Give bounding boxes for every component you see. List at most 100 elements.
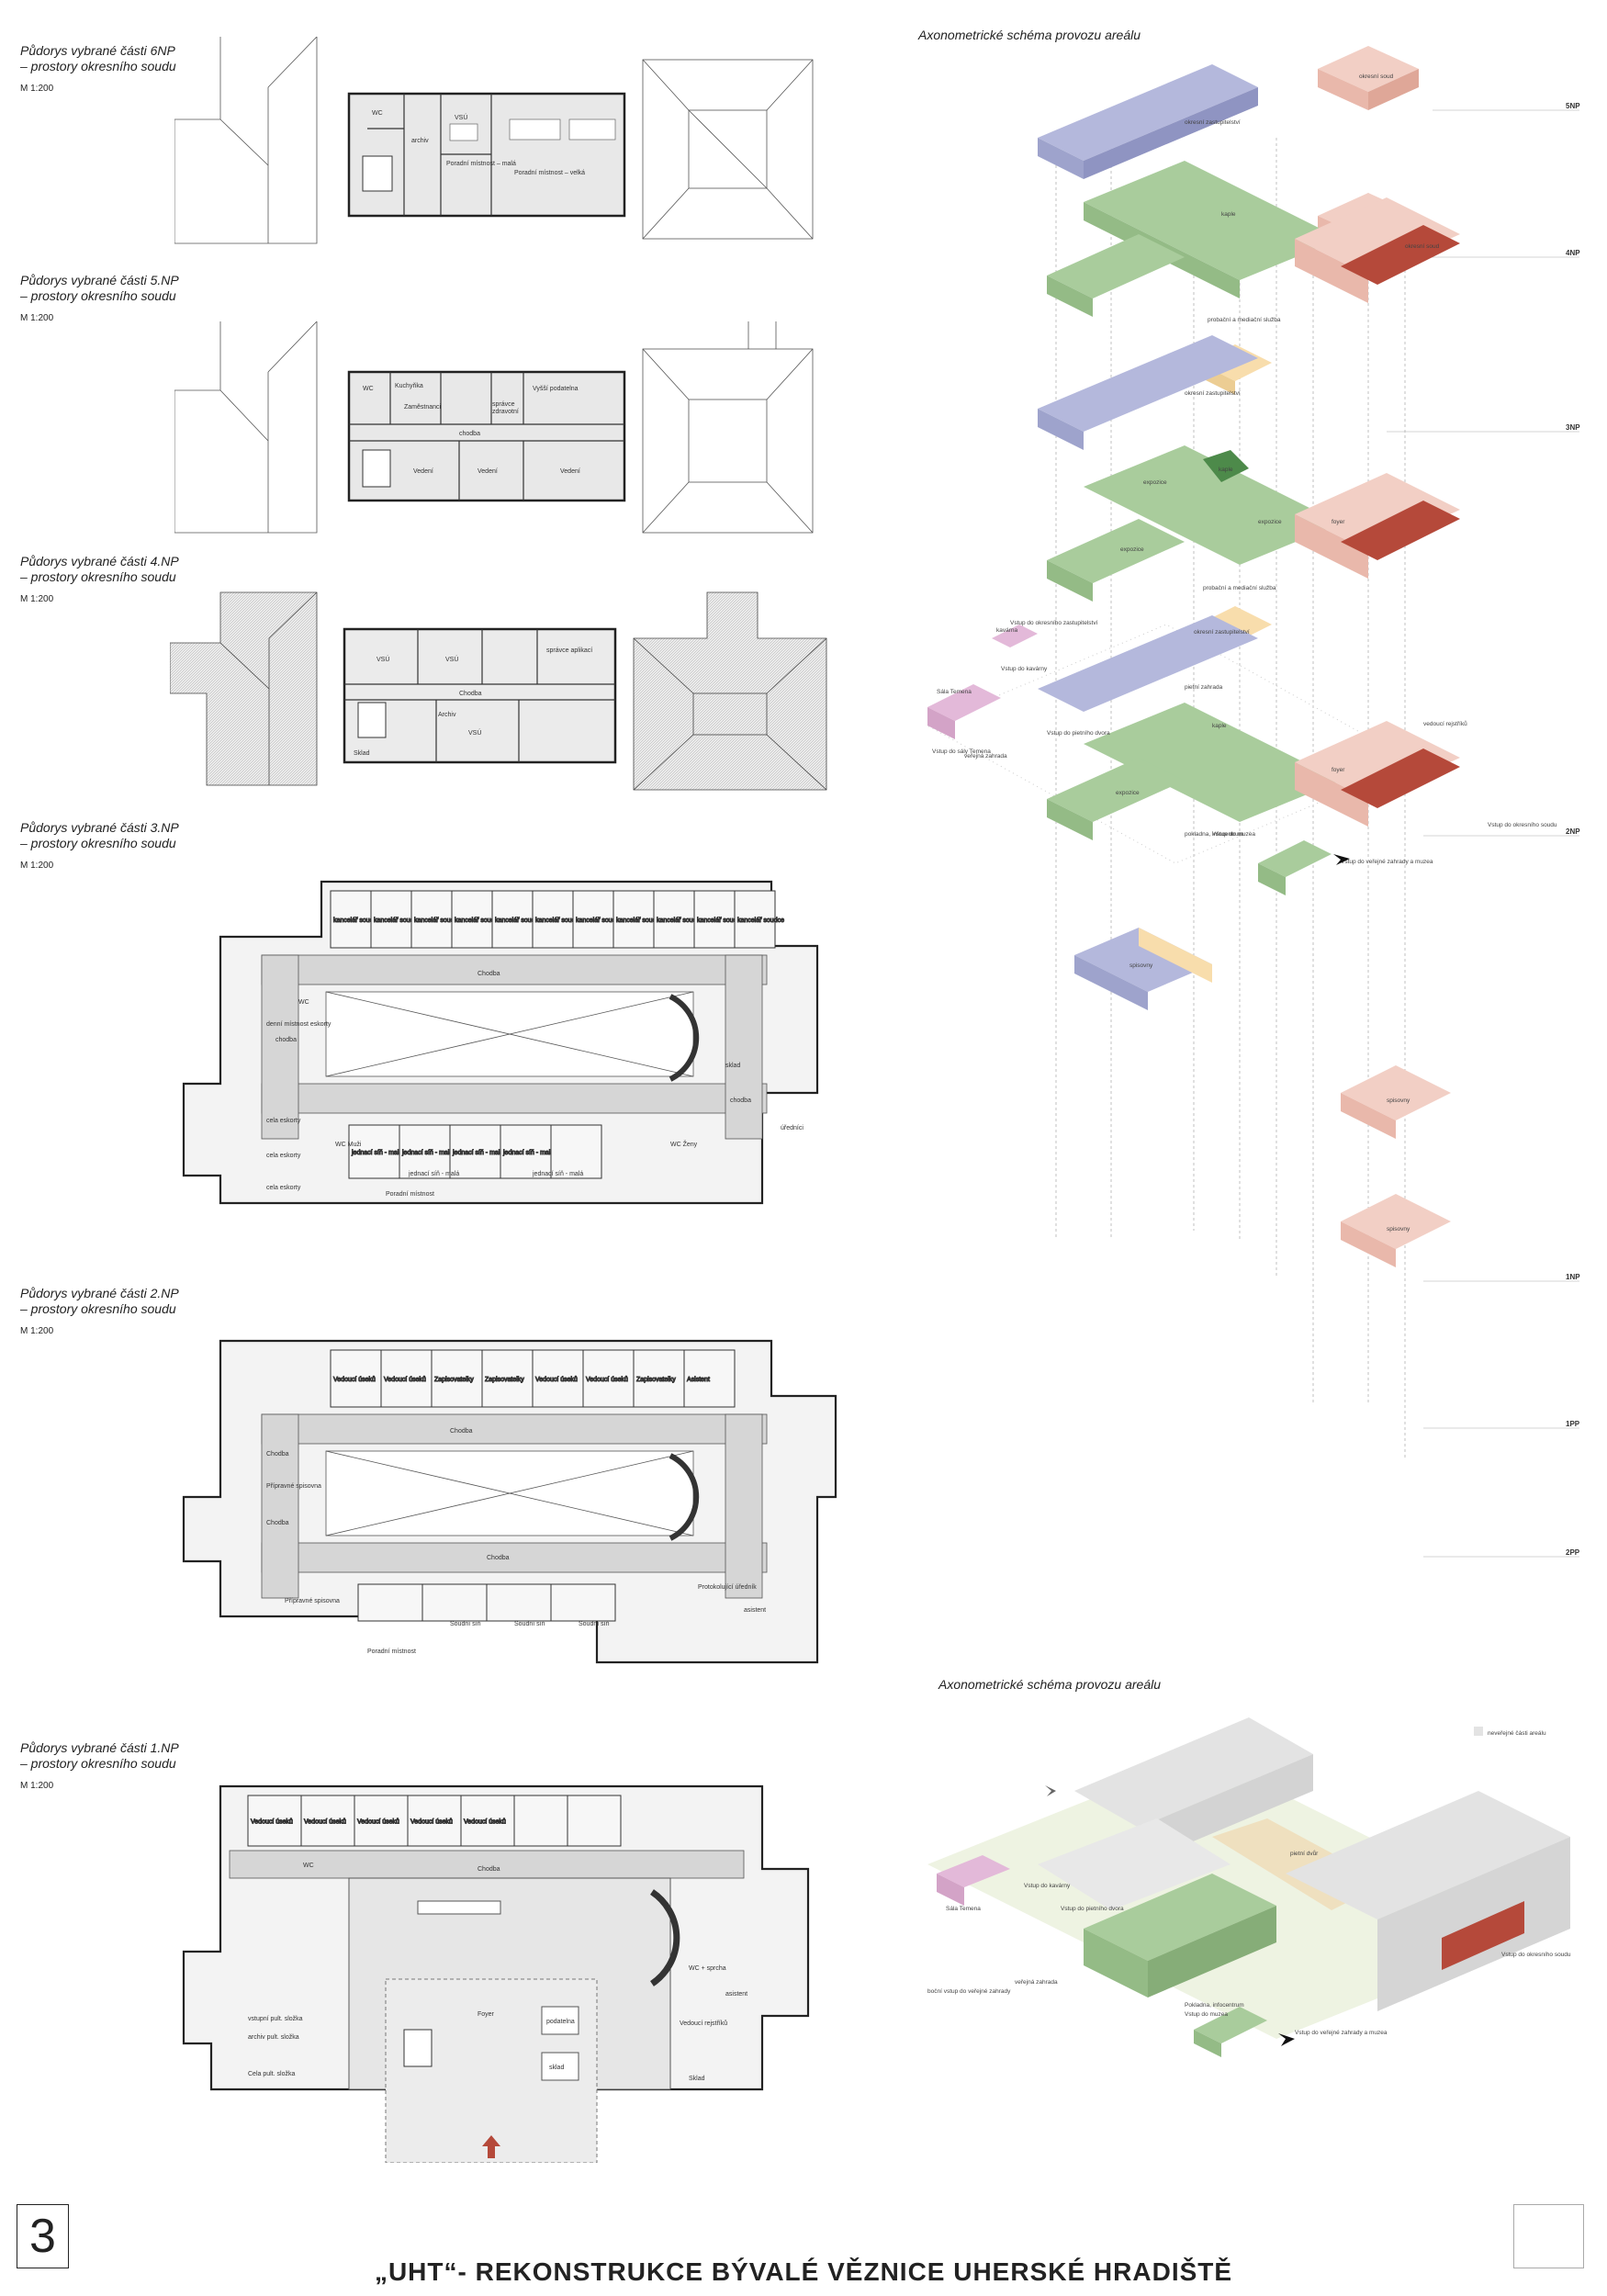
axonometric-diagram-lower: neveřejné části areálu Sála Temena Vstup… [927, 1717, 1571, 2057]
svg-text:Sklad: Sklad [354, 750, 370, 757]
office-label: Vedoucí úseků [357, 1818, 399, 1826]
svg-text:Poradní místnost – malá: Poradní místnost – malá [446, 161, 516, 167]
office-cell [653, 890, 695, 949]
office-label: Vedoucí úseků [333, 1376, 376, 1383]
office-label: Vedoucí úseků [464, 1818, 506, 1826]
svg-text:Vyšší podatelna: Vyšší podatelna [533, 386, 579, 392]
level-label: 1PP [1566, 1420, 1580, 1428]
block-label: Sála Temena [937, 689, 972, 695]
block-label: Sála Temena [946, 1906, 981, 1912]
court-block-top: okresní soud [1318, 46, 1419, 110]
floor-plan-4np: VSÚ VSÚ správce aplikací Chodba VSÚ Arch… [170, 591, 827, 791]
sheet-title: „UHT“- REKONSTRUKCE BÝVALÉ VĚZNICE UHERS… [374, 2257, 1233, 2286]
archive-1pp: spisovny [1074, 928, 1212, 1010]
svg-text:zdravotní: zdravotní [492, 409, 519, 415]
svg-text:Sklad: Sklad [689, 2076, 705, 2082]
court-rooms-2np [357, 1583, 616, 1622]
svg-text:Poradní místnost – velká: Poradní místnost – velká [514, 170, 585, 176]
block-label: probační a mediační služba [1208, 317, 1281, 323]
archive-2pp-a: spisovny [1341, 1065, 1451, 1139]
block-label: Pokladna, infocentrum [1185, 2002, 1244, 2009]
office-cell [421, 1583, 488, 1622]
svg-text:Vedoucí rejstříků: Vedoucí rejstříků [680, 2020, 727, 2027]
block-label: foyer [1332, 519, 1345, 525]
plan-heading: Půdorys vybrané části 3.NP [20, 820, 179, 835]
office-cell [513, 1795, 568, 1847]
office-label: Vedoucí úseků [304, 1818, 346, 1826]
svg-text:Přípravné spisovna: Přípravné spisovna [285, 1598, 340, 1604]
entrance-arrow-icon [482, 2135, 500, 2158]
office-label: kancelář soudce [616, 917, 663, 924]
block-label: kaple [1219, 467, 1233, 473]
svg-text:Cela pult. složka: Cela pult. složka [248, 2071, 295, 2077]
office-cell [734, 890, 776, 949]
svg-text:Kuchyňka: Kuchyňka [395, 383, 423, 389]
block-label: Vstup do pietního dvora [1047, 730, 1110, 737]
archive-2pp-b: spisovny [1341, 1194, 1451, 1267]
office-label: kancelář soudce [374, 917, 421, 924]
cashdesk-block [1194, 2007, 1267, 2043]
plan-scale: M 1:200 [20, 313, 54, 323]
svg-text:podatelna: podatelna [546, 2019, 575, 2025]
office-cell [460, 1795, 515, 1847]
office-label: Vedoucí úseků [251, 1818, 293, 1826]
svg-text:chodba: chodba [275, 1037, 297, 1043]
office-cell [300, 1795, 355, 1847]
office-cell [500, 1124, 552, 1179]
office-cell [550, 1124, 602, 1179]
building-neutral-east [1286, 1791, 1570, 1919]
court-wing [1442, 1901, 1524, 1970]
floor-plan-6np: WC VSÚ Poradní místnost – malá Poradní m… [174, 37, 814, 244]
office-label: Vedoucí úseků [586, 1376, 628, 1383]
office-cell [357, 1583, 423, 1622]
floor-plan-5np: WC Kuchyňka Zaměstnanci správce zdravotn… [174, 321, 814, 534]
office-label: Zapisovatelky [636, 1377, 676, 1383]
svg-text:VSÚ: VSÚ [455, 113, 467, 121]
level-lines [1387, 109, 1579, 1558]
block-label: foyer [1332, 767, 1345, 773]
office-label: jednací síň - malá [351, 1150, 402, 1156]
building-6np: WC VSÚ Poradní místnost – malá Poradní m… [347, 92, 626, 218]
roof-outline-right [642, 321, 814, 534]
office-cell [410, 890, 453, 949]
svg-text:chodba: chodba [459, 431, 480, 437]
svg-text:denní místnost eskorty: denní místnost eskorty [266, 1021, 332, 1028]
block-label: okresní soud [1359, 73, 1394, 80]
svg-text:VSÚ: VSÚ [468, 728, 481, 737]
axonometric-diagram-upper: 5NP 4NP 3NP 2NP 1NP 1PP 2PP okresní soud… [926, 46, 1580, 1558]
svg-text:sklad: sklad [725, 1063, 740, 1069]
axo-title-upper: Axonometrické schéma provozu areálu [918, 28, 1141, 42]
office-label: Zapisovatelky [434, 1377, 474, 1383]
plan-subtitle: – prostory okresního soudu [20, 1756, 176, 1771]
office-cell [582, 1349, 635, 1408]
plan-subtitle: – prostory okresního soudu [20, 836, 176, 850]
office-label: Asistent [687, 1377, 710, 1383]
roof-outline-left [174, 321, 318, 534]
block-label: okresní soud [1405, 243, 1440, 250]
level-label: 1NP [1566, 1273, 1580, 1281]
svg-text:Chodba: Chodba [266, 1520, 289, 1526]
level-3np-cluster: okresní zastupitelství kaple okresní sou… [1038, 64, 1460, 317]
office-cell [481, 1349, 534, 1408]
office-row-2np: Vedoucí úseků Vedoucí úseků Zapisovatelky Z… [330, 1349, 736, 1408]
block-label: spisovny [1129, 962, 1153, 969]
block-label: Vstup do muzea [1212, 831, 1255, 838]
building-neutral-north [1074, 1717, 1313, 1828]
svg-text:WC: WC [298, 999, 309, 1006]
svg-text:WC + sprcha: WC + sprcha [689, 1965, 726, 1972]
office-cell [348, 1124, 400, 1179]
office-label: kancelář soudce [737, 917, 784, 924]
floor-plan-3np: kancelář soudce kancelář soudce kancelář s… [182, 880, 819, 1205]
svg-text:úředníci: úředníci [781, 1125, 804, 1131]
svg-text:chodba: chodba [730, 1097, 751, 1104]
entry-arrow-icon [1045, 1785, 1056, 1796]
svg-text:WC Ženy: WC Ženy [670, 1140, 698, 1148]
office-cell [550, 1583, 616, 1622]
entry-arrow-icon [1278, 2033, 1295, 2046]
legend-label: neveřejné části areálu [1488, 1730, 1546, 1737]
svg-text:jednací síň - malá: jednací síň - malá [532, 1171, 583, 1177]
building-4np: VSÚ VSÚ správce aplikací Chodba VSÚ Arch… [343, 627, 617, 764]
level-label: 2NP [1566, 827, 1580, 836]
svg-text:VSÚ: VSÚ [376, 655, 389, 663]
